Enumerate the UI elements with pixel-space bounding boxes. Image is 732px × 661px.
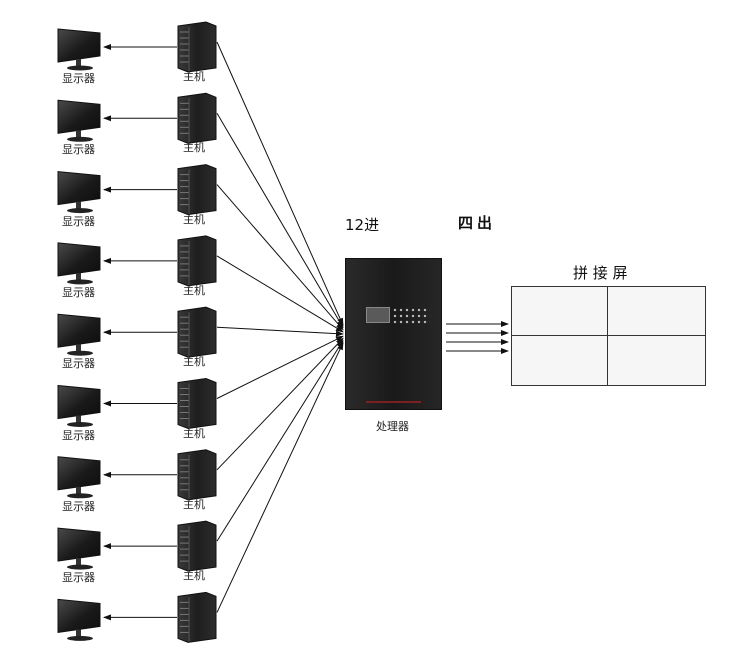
host-label: 主机 (183, 355, 205, 369)
host-label: 主机 (183, 70, 205, 83)
monitor-icon (57, 456, 101, 499)
host-to-processor-arrow (216, 41, 344, 327)
processor-button-grid (392, 307, 430, 325)
host-tower-icon (177, 449, 217, 501)
monitor-label: 显示器 (62, 357, 95, 371)
connection-lines (103, 41, 509, 621)
monitor-label: 显示器 (62, 571, 95, 585)
monitor-icon (57, 527, 101, 570)
output-count-label: 四出 (458, 214, 497, 232)
processor-display-panel (366, 307, 390, 323)
host-tower-icon (177, 306, 217, 358)
monitor-icon (57, 171, 101, 214)
host-to-processor-arrow (216, 255, 344, 333)
monitor-label: 显示器 (62, 428, 95, 442)
host-tower-icon (177, 591, 217, 643)
monitor-label: 显示器 (62, 285, 95, 299)
host-label: 主机 (183, 141, 205, 155)
host-label: 主机 (183, 497, 205, 511)
monitor-icon (57, 99, 101, 142)
host-tower-icon (177, 92, 217, 144)
video-wall (511, 286, 706, 386)
host-label: 主机 (183, 212, 205, 226)
host-label: 主机 (183, 283, 205, 297)
video-wall-panel-1 (512, 287, 608, 336)
input-count-label: 12进 (345, 216, 380, 234)
video-wall-panel-3 (512, 336, 608, 385)
host-to-processor-arrow (216, 184, 344, 331)
host-tower-icon (177, 377, 217, 430)
monitor-icon (57, 28, 101, 71)
monitor-icon (57, 313, 101, 356)
monitor-icon (57, 384, 101, 427)
monitor-label: 显示器 (62, 499, 95, 513)
host-to-processor-arrow (216, 335, 344, 399)
host-to-processor-arrow (216, 339, 344, 542)
processor-label: 处理器 (376, 420, 409, 433)
host-tower-icon (177, 235, 217, 287)
monitor-icon (57, 598, 101, 641)
host-tower-icon (177, 164, 217, 216)
video-wall-panel-4 (608, 336, 705, 385)
host-to-processor-arrow (216, 337, 344, 471)
host-label: 主机 (183, 426, 205, 440)
host-to-processor-arrow (216, 113, 344, 329)
monitor-icon (57, 242, 101, 285)
host-tower-icon (177, 21, 217, 73)
monitor-label: 显示器 (62, 143, 95, 157)
processor-unit (345, 258, 442, 410)
processor-red-strip (366, 401, 421, 403)
host-to-processor-arrow (216, 326, 344, 337)
video-wall-panel-2 (608, 287, 705, 336)
host-label: 主机 (183, 569, 205, 583)
host-to-processor-arrow (216, 341, 344, 613)
monitor-label: 显示器 (62, 214, 95, 228)
video-wall-label: 拼 接 屏 (573, 264, 628, 282)
devices-layer (57, 21, 217, 643)
host-tower-icon (177, 520, 217, 572)
monitor-label: 显示器 (62, 72, 95, 85)
